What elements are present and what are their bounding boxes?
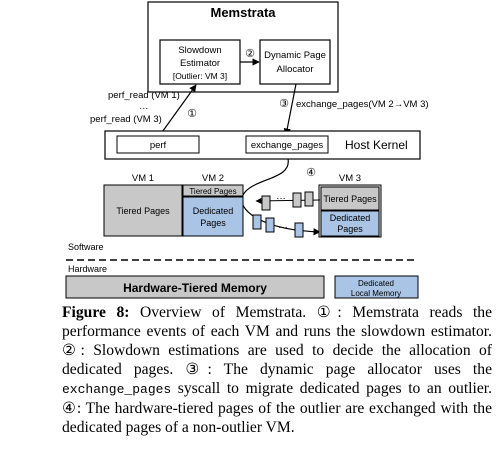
dedicated-page-block	[294, 222, 304, 238]
memstrata-overview-diagram: Memstrata Slowdown Estimator [Outlier: V…	[65, 1, 429, 299]
vm2-dedicated-pages	[182, 196, 244, 237]
perf-box	[116, 135, 200, 154]
host-kernel-label: Host Kernel	[345, 138, 408, 152]
exchange-pages-box	[245, 135, 329, 154]
exchange-pages-label: exchange_pages	[251, 140, 324, 151]
hardware-tiered-memory-box	[65, 275, 325, 299]
step-2-marker: ②	[245, 48, 255, 60]
dedicated-local-memory-line2: Local Memory	[351, 289, 401, 298]
perf-read-ellipsis: …	[139, 101, 149, 112]
caption-syscall-name: exchange_pages	[62, 382, 172, 397]
allocator-to-exchange-arrow	[283, 83, 297, 136]
dynamic-page-allocator-box	[259, 39, 331, 85]
tiered-page-block	[292, 192, 302, 208]
perf-to-estimator-arrow	[159, 84, 197, 136]
estimator-label-line1: Slowdown	[178, 45, 221, 56]
caption-lead-text: Overview of Memstrata. ①: Memstrata read…	[62, 304, 492, 378]
vm2-tiered-label: Tiered Pages	[189, 187, 236, 196]
vm2-label: VM 2	[202, 173, 224, 184]
vm3-dedicated-label-line1: Dedicated	[330, 213, 371, 223]
software-label: Software	[68, 242, 104, 252]
allocator-label-line1: Dynamic Page	[264, 50, 326, 61]
memstrata-title: Memstrata	[210, 5, 276, 20]
estimator-label-line2: Estimator	[180, 58, 220, 69]
vm3-tiered-label: Tiered Pages	[323, 194, 377, 204]
vm1-tiered-label: Tiered Pages	[116, 206, 170, 216]
vm2-dedicated-label-line2: Pages	[200, 218, 226, 228]
tiered-transfer-dots: …	[276, 191, 286, 202]
step-1-marker: ①	[187, 108, 197, 120]
dedicated-local-memory-line1: Dedicated	[358, 279, 394, 288]
tiered-page-block	[304, 191, 314, 207]
vm2-dedicated-label-line1: Dedicated	[193, 206, 234, 216]
vm2-tiered-pages	[182, 184, 244, 197]
perf-read-vm3-label: perf_read (VM 3)	[90, 114, 162, 125]
slowdown-estimator-box	[159, 39, 241, 85]
allocator-label-line2: Allocator	[277, 64, 314, 75]
step-4-marker: ④	[306, 167, 316, 179]
caption-tail-text: syscall to migrate dedicated pages to an…	[62, 380, 492, 436]
hardware-label: Hardware	[68, 264, 107, 274]
dedicated-transfer-dots: …	[278, 220, 288, 231]
estimator-outlier-note: [Outlier: VM 3]	[173, 71, 227, 81]
tiered-page-block	[261, 195, 271, 211]
vm1-tiered-pages	[103, 184, 183, 237]
step-3-marker: ③	[279, 98, 289, 110]
figure-caption: Figure 8: Overview of Memstrata. ①: Mems…	[62, 303, 492, 437]
exchange-pages-call-label: exchange_pages(VM 2→VM 3)	[296, 99, 429, 110]
vm3-tiered-pages	[320, 186, 380, 211]
perf-label: perf	[150, 140, 167, 151]
figure-label: Figure 8:	[62, 304, 130, 321]
vm1-label: VM 1	[132, 173, 154, 184]
dedicated-page-block	[252, 214, 262, 230]
vm3-label: VM 3	[339, 173, 361, 184]
hardware-tiered-memory-label: Hardware-Tiered Memory	[123, 281, 267, 295]
dedicated-page-block	[265, 217, 275, 233]
vm3-dedicated-label-line2: Pages	[337, 224, 363, 234]
perf-read-vm1-label: perf_read (VM 1)	[108, 90, 180, 101]
dedicated-local-memory-box	[334, 275, 419, 299]
vm3-dedicated-pages	[320, 210, 380, 237]
